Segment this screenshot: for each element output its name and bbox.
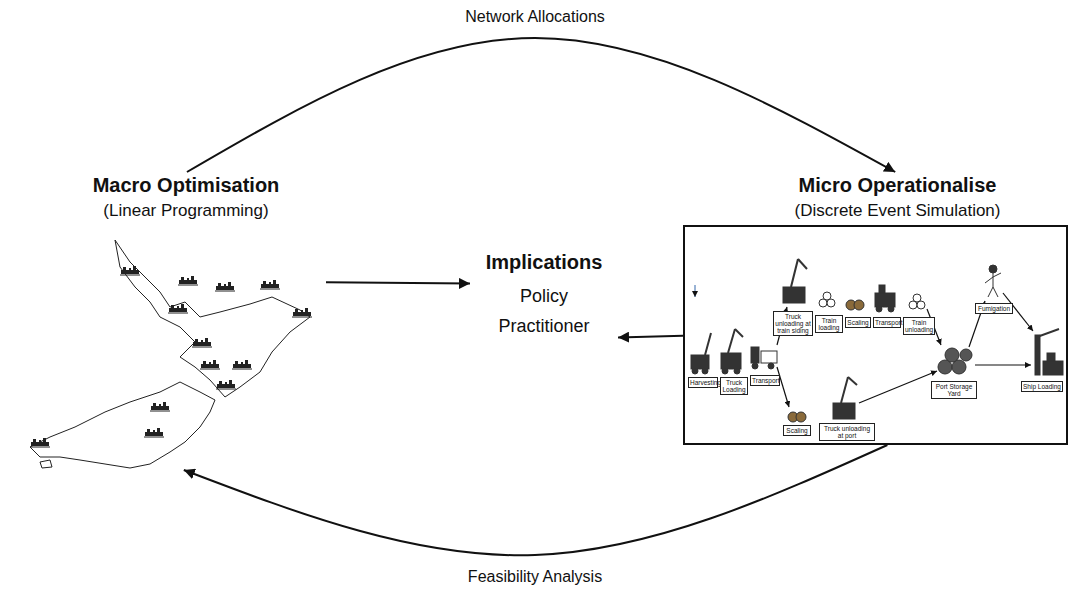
flow-arrow [618,336,683,338]
process-label: Truck unloading at port [819,423,875,441]
process-label: Scaling [783,425,811,436]
process-label: Port Storage Yard [931,381,977,399]
node-heading: Micro Operationalise [719,174,1070,197]
node-body: Policy [474,286,614,307]
process-label: Transport [750,375,780,386]
process-label: Truck Loading [720,377,748,395]
node-heading: Macro Optimisation [46,174,326,197]
simulation-flow [683,225,1068,445]
process-label: Transport [873,317,901,328]
flow-arrows [777,293,1033,407]
flow-arrow [187,38,895,172]
island-outline [30,240,310,468]
micro-panel: Micro Operationalise (Discrete Event Simu… [683,172,1070,445]
macro-panel: Macro Optimisation (Linear Programming) [10,172,326,470]
process-label: Train unloading [903,317,935,335]
process-label: Fumigation [975,303,1013,314]
flow-arrow [326,282,470,283]
process-label: Train loading [815,315,843,333]
mill-icons [30,266,312,447]
flow-icons [691,259,1063,422]
implications-box: ImplicationsPolicyPractitioner [470,245,618,355]
process-label: Scaling [845,317,871,328]
node-body: Practitioner [474,316,614,337]
process-label: Ship Loading [1021,381,1063,392]
node-body: (Linear Programming) [46,201,326,221]
image-frame [684,226,1067,444]
flow-arrow [184,445,888,555]
node-heading: Implications [474,251,614,274]
process-label: Harvesting [688,377,718,388]
process-label: Truck unloading at train siding [773,311,813,336]
node-body: (Discrete Event Simulation) [719,201,1070,221]
edge-label: Feasibility Analysis [464,568,606,586]
nz-map [10,232,318,470]
edge-label: Network Allocations [461,8,609,26]
